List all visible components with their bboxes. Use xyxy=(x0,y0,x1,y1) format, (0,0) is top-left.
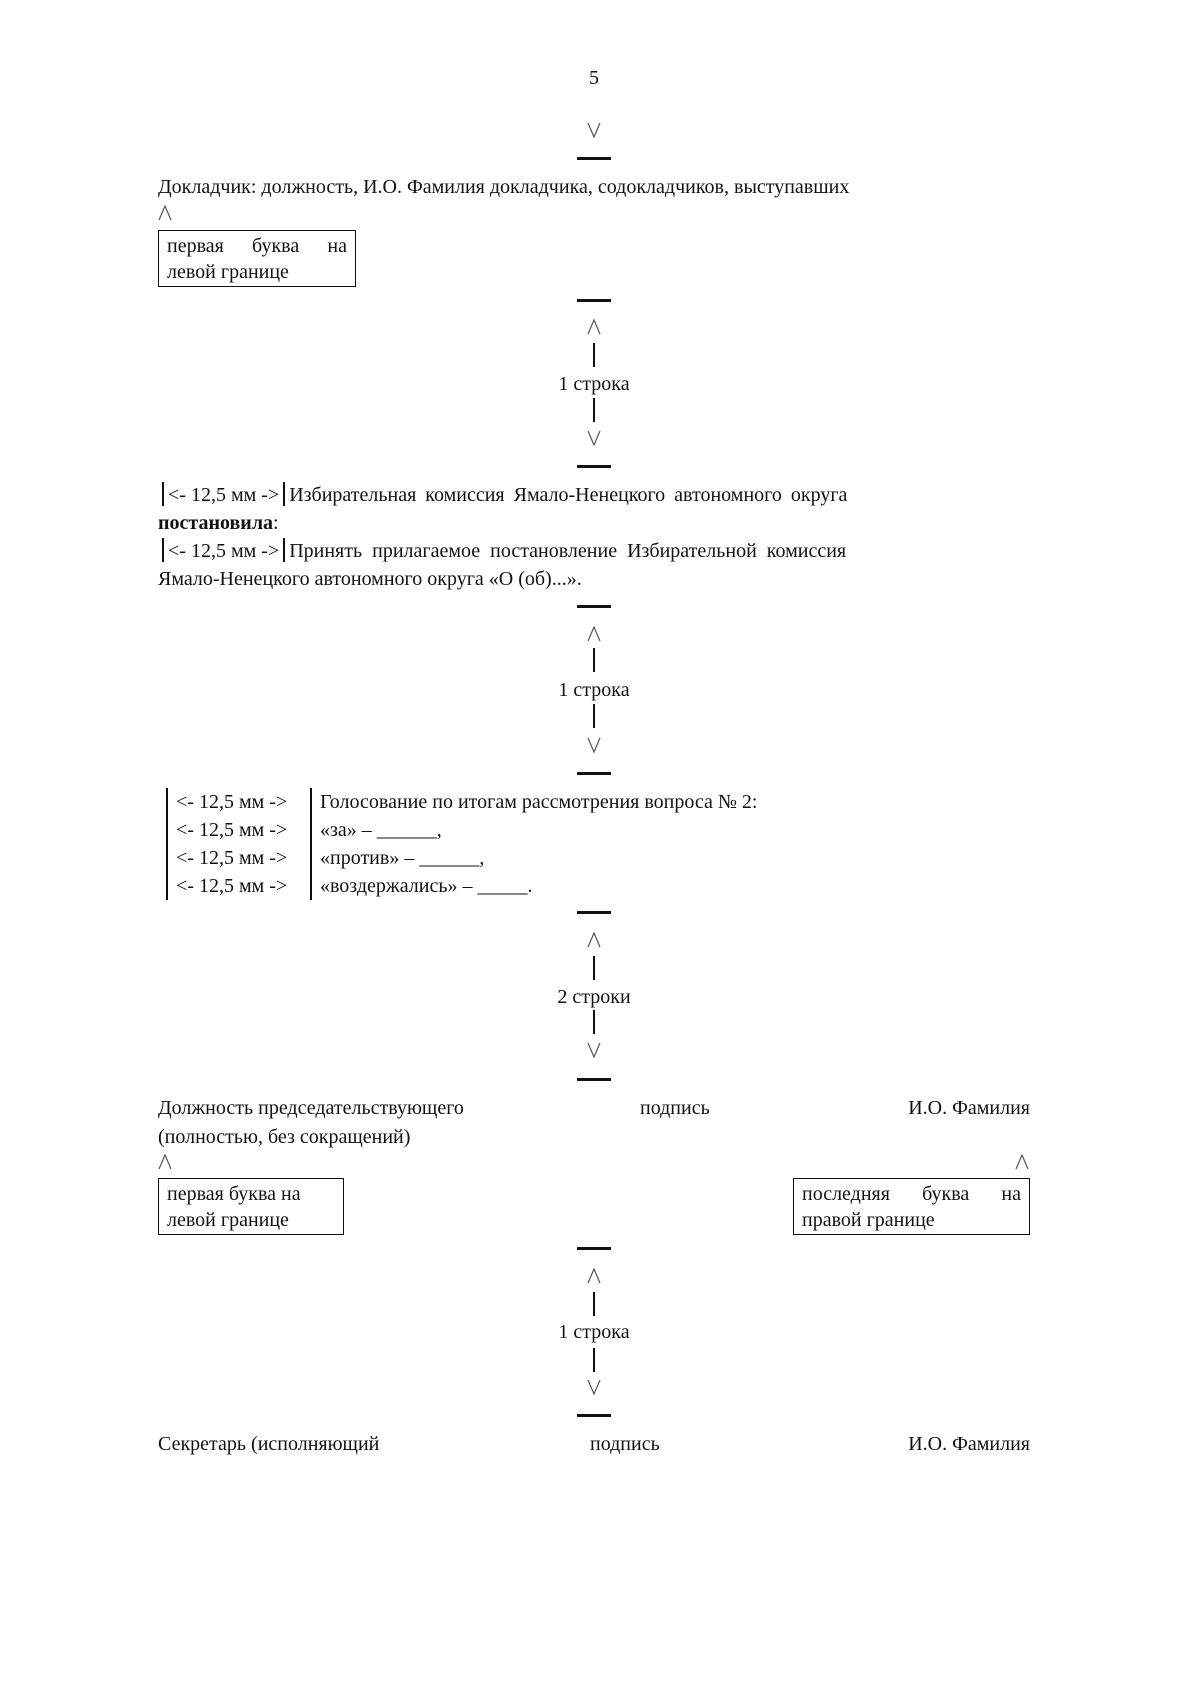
arrow-down-icon xyxy=(587,1379,601,1395)
arrow-up-icon xyxy=(158,1154,172,1170)
arrow-down-icon xyxy=(587,1042,601,1058)
paragraph-accept: <- 12,5 мм -> Принять прилагаемое постано… xyxy=(158,537,1030,593)
spacing-label: 1 строка xyxy=(558,373,630,395)
indent-label: <- 12,5 мм -> xyxy=(168,540,280,562)
arrow-up-icon xyxy=(1015,1154,1029,1170)
chair-position-line2: (полностью, без сокращений) xyxy=(158,1126,411,1148)
indent-label: <- 12,5 мм -> xyxy=(168,788,312,816)
spacing-label: 2 строки xyxy=(557,986,631,1008)
voting-block: <- 12,5 мм -> Голосование по итогам рассм… xyxy=(166,788,758,900)
vertical-bar xyxy=(593,343,595,367)
arrow-down-icon xyxy=(587,122,601,138)
arrow-down-icon xyxy=(587,737,601,753)
note-line: первая буква на xyxy=(167,1183,301,1205)
indent-label: <- 12,5 мм -> xyxy=(168,844,312,872)
reporter-line: Докладчик: должность, И.О. Фамилия докла… xyxy=(158,176,850,198)
vertical-bar xyxy=(593,956,595,980)
arrow-up-icon xyxy=(158,205,172,221)
line-divider xyxy=(577,1414,611,1417)
line-divider xyxy=(577,1078,611,1081)
vertical-bar xyxy=(593,398,595,422)
note-line: левой границе xyxy=(167,261,289,283)
line-divider xyxy=(577,299,611,302)
line-divider xyxy=(577,911,611,914)
paragraph-decision: <- 12,5 мм -> Избирательная комиссия Ямал… xyxy=(158,481,1030,537)
arrow-up-icon xyxy=(587,319,601,335)
indent-label: <- 12,5 мм -> xyxy=(168,816,312,844)
line-divider xyxy=(577,465,611,468)
vertical-bar xyxy=(593,648,595,672)
secretary-position: Секретарь (исполняющий xyxy=(158,1433,380,1455)
arrow-up-icon xyxy=(587,1268,601,1284)
para2-line2: Ямало-Ненецкого автономного округа «О (о… xyxy=(158,568,582,590)
chair-signature: подпись xyxy=(640,1097,710,1119)
vertical-bar xyxy=(593,1010,595,1034)
indent-bar xyxy=(283,538,286,562)
para1-text: Избирательная комиссия Ямало-Ненецкого а… xyxy=(289,484,848,506)
secretary-signature: подпись xyxy=(590,1433,660,1455)
vertical-bar xyxy=(593,704,595,728)
indent-bar xyxy=(162,482,164,506)
indent-bar xyxy=(162,538,164,562)
secretary-name: И.О. Фамилия xyxy=(908,1433,1030,1455)
vertical-bar xyxy=(593,1348,595,1372)
note-box-right: последняя буква на правой границе xyxy=(793,1178,1030,1235)
spacing-label: 1 строка xyxy=(558,1321,630,1343)
chair-position: Должность председательствующего xyxy=(158,1097,464,1119)
spacing-label: 1 строка xyxy=(558,679,630,701)
line-divider xyxy=(577,772,611,775)
page-number: 5 xyxy=(589,67,599,89)
vote-against: «против» – ______, xyxy=(320,847,485,869)
line-divider xyxy=(577,605,611,608)
chair-name: И.О. Фамилия xyxy=(908,1097,1030,1119)
arrow-down-icon xyxy=(587,430,601,446)
arrow-up-icon xyxy=(587,932,601,948)
para2-text: Принять прилагаемое постановление Избира… xyxy=(289,540,847,562)
colon: : xyxy=(273,512,279,534)
indent-bar xyxy=(283,482,286,506)
arrow-up-icon xyxy=(587,626,601,642)
note-line: правой границе xyxy=(802,1209,935,1231)
note-line: левой границе xyxy=(167,1209,289,1231)
note-line: последняя буква на xyxy=(802,1183,1021,1205)
line-divider xyxy=(577,1247,611,1250)
indent-label: <- 12,5 мм -> xyxy=(168,484,280,506)
line-divider xyxy=(577,157,611,160)
note-line: первая буква на xyxy=(167,235,347,257)
vote-for: «за» – ______, xyxy=(320,819,442,841)
note-box-left-first: первая буква на левой границе xyxy=(158,230,356,287)
voting-title: Голосование по итогам рассмотрения вопро… xyxy=(320,791,758,813)
indent-label: <- 12,5 мм -> xyxy=(168,872,312,900)
para1-bold: постановила xyxy=(158,512,274,534)
vertical-bar xyxy=(593,1292,595,1316)
note-box-left-second: первая буква на левой границе xyxy=(158,1178,344,1235)
vote-abstain: «воздержались» – _____. xyxy=(320,875,533,897)
